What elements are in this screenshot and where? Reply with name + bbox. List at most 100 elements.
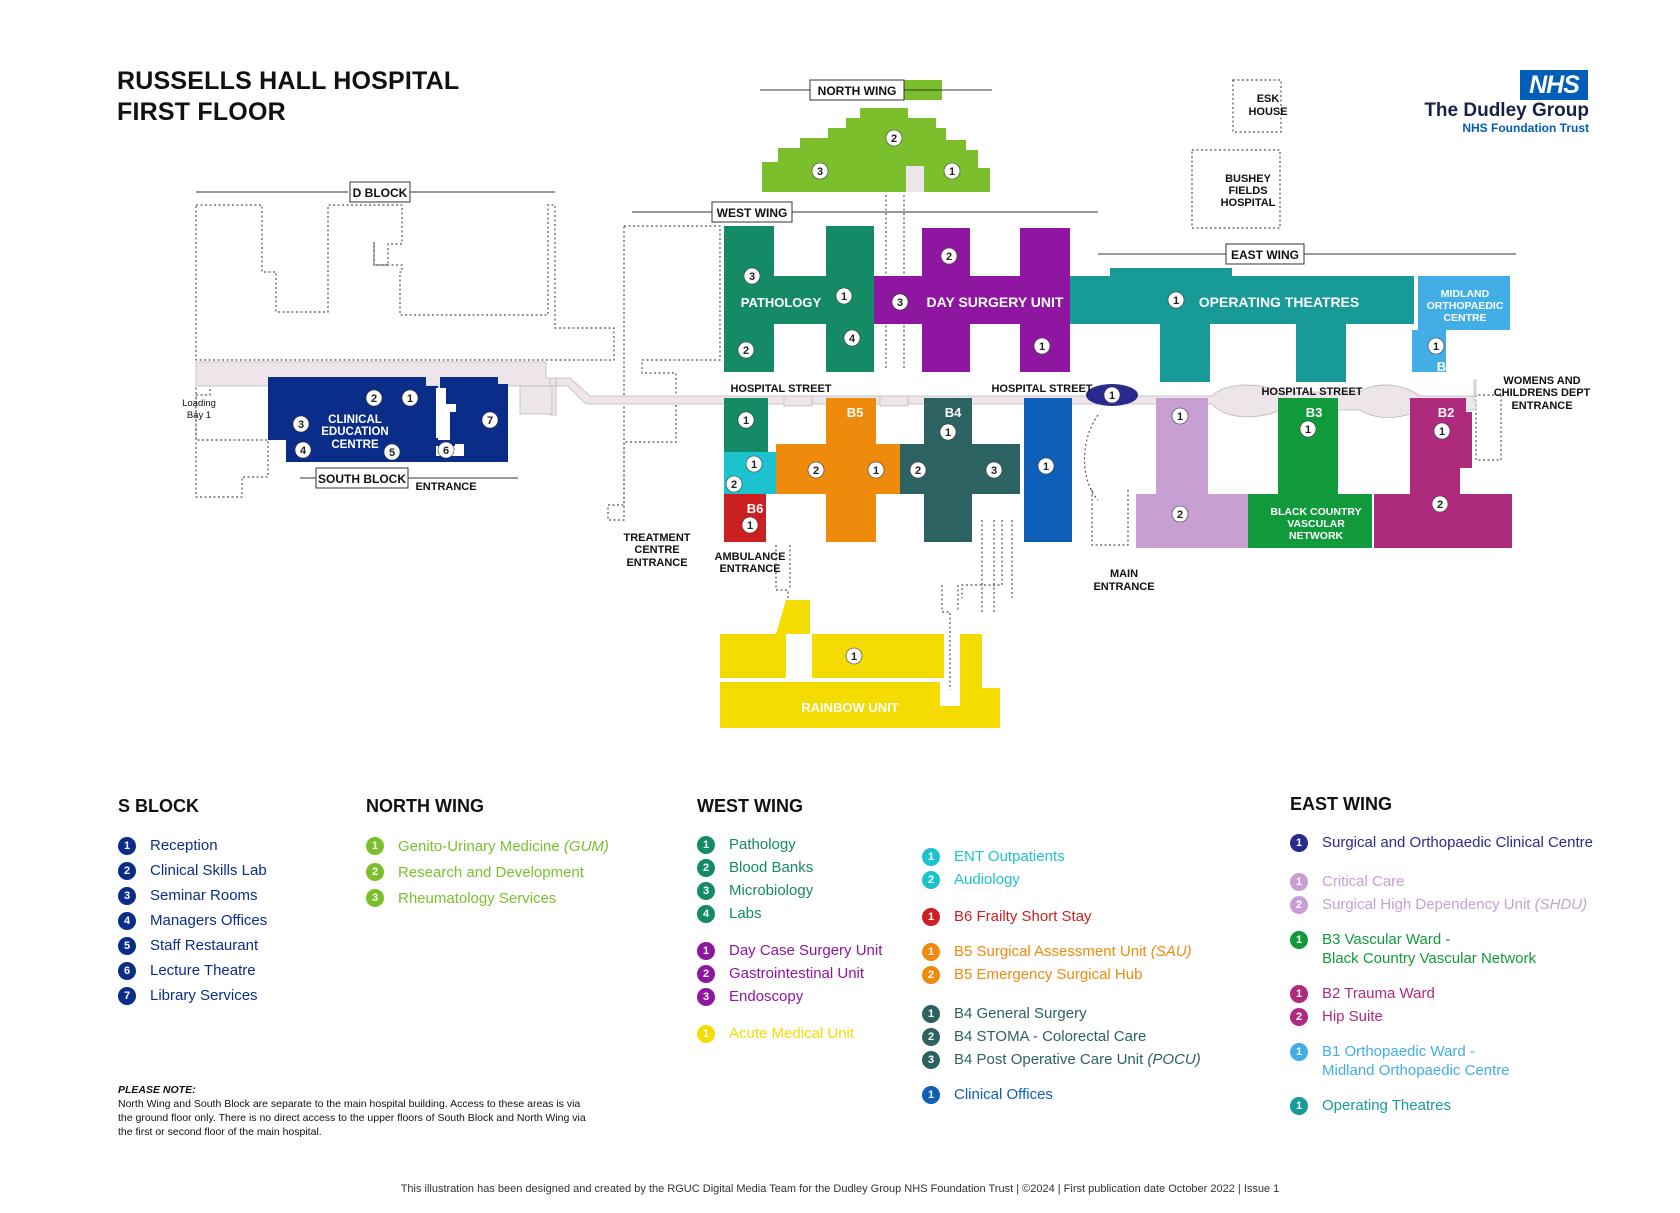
treatment-entrance-1: TREATMENT [623,532,690,544]
bushey-fields [1191,149,1281,229]
map-marker-number: 3 [897,297,903,309]
map-marker-number: 1 [743,415,749,427]
legend-day-surgery-item-text: Gastrointestinal Unit [729,965,865,982]
legend-operating-theatres-item-text: Operating Theatres [1322,1097,1451,1114]
street-stub-2 [783,395,909,407]
svg-text:ESK: ESK [1257,93,1280,105]
svg-text:HOUSE: HOUSE [1248,106,1287,118]
legend-north-wing-item-abbr: (GUM) [563,837,609,855]
map-marker-number: 1 [841,291,847,303]
number-badge-icon: 2 [922,870,940,889]
legend-s-block-item-text: Library Services [150,987,258,1004]
womens-entrance-2: CHILDRENS DEPT [1494,387,1591,399]
number-badge-icon: 2 [697,858,715,877]
please-note: PLEASE NOTE: North Wing and South Block … [118,1083,588,1139]
number-badge-icon: 1 [922,1004,940,1023]
legend-heading-s-block: S BLOCK [118,796,199,816]
map-marker-circle [909,461,927,479]
hospital-street-label-2: HOSPITAL STREET [991,383,1092,395]
svg-text:WEST WING: WEST WING [717,206,788,220]
number-badge-icon: 1 [697,1024,715,1043]
legend-pathology-item: 4 Labs [697,902,882,925]
legend-s-block-item-label: Reception [150,837,218,854]
legend-b2-item-label: B2 Trauma Ward [1322,985,1435,1002]
rainbow-unit-label: RAINBOW UNIT [801,700,899,715]
legend-critical-item-text: Surgical High Dependency Unit [1322,896,1535,913]
legend-pathology-item-text: Labs [729,905,762,922]
legend-s-block-item-text: Managers Offices [150,912,268,929]
map-marker-number: 1 [751,459,757,471]
map-marker-circle [401,389,419,407]
midland-label-3: CENTRE [1443,312,1486,324]
map-marker-circle [292,415,310,433]
legend-b2-item-label: Hip Suite [1322,1008,1383,1025]
legend-heading-north-wing: NORTH WING [366,796,484,816]
nhs-logo: NHS [1520,70,1588,100]
hospital-street-label-3: HOSPITAL STREET [1261,386,1362,398]
map-marker-circle [743,267,761,285]
svg-text:FIELDS: FIELDS [1228,185,1267,197]
bushey-fields-label: BUSHEY FIELDS HOSPITAL [1221,173,1276,209]
number-badge-icon: 1 [697,835,715,854]
south-entrance-label: ENTRANCE [415,481,476,493]
map-marker-circle [835,287,853,305]
esk-house [1232,79,1282,133]
map-marker-number: 1 [851,651,857,663]
number-badge-icon: 1 [366,837,384,855]
legend-s-block-item-label: Clinical Skills Lab [150,862,267,879]
esk-house-label: ESK HOUSE [1248,93,1287,118]
midland-label-1: MIDLAND [1441,288,1490,300]
map-marker-circle [737,411,755,429]
legend-b1-item-line-2: Midland Orthopaedic Centre [1322,1062,1510,1079]
map-marker-circle [745,455,763,473]
svg-text:BUSHEY: BUSHEY [1225,173,1272,185]
legend-s-block-item-label: Managers Offices [150,912,267,929]
number-badge-icon: 4 [697,904,715,923]
ambulance-entrance-1: AMBULANCE [715,551,786,563]
number-badge-icon: 2 [118,861,136,880]
map-marker-circle [943,162,961,180]
legend-s-block-item-label: Seminar Rooms [150,887,258,904]
map-marker-circle [985,461,1003,479]
womens-entrance-1: WOMENS AND [1503,375,1580,387]
map-marker-number: 2 [731,479,737,491]
east-annex-outline [1475,394,1502,461]
number-badge-icon: 1 [922,847,940,866]
legend-critical-item-text: Critical Care [1322,873,1405,890]
legend-north-wing-item-label: Rheumatology Services [398,890,556,907]
womens-entrance-3: ENTRANCE [1511,400,1572,412]
map-marker-number: 2 [371,393,377,405]
title-line-2: FIRST FLOOR [117,98,286,126]
legend-b5-item-label: B5 Surgical Assessment Unit (SAU) [954,943,1192,960]
map-marker-circle [1299,420,1317,438]
day-surgery-label: DAY SURGERY UNIT [927,294,1064,310]
number-badge-icon: 1 [1290,1043,1308,1061]
map-marker-number: 1 [1433,341,1439,353]
map-marker-circle [1033,337,1051,355]
legend-north-wing-item-label: Research and Development [398,864,584,881]
map-marker-circle [885,129,903,147]
pathology-label: PATHOLOGY [741,295,822,310]
number-badge-icon: 1 [1290,984,1308,1003]
map-marker-number: 7 [487,415,493,427]
number-badge-icon: 3 [697,881,715,900]
legend-day-surgery-item-label: Gastrointestinal Unit [729,965,864,982]
cec-label-2: EDUCATION [321,426,389,438]
map-marker-circle [1167,291,1185,309]
map-marker-number: 2 [813,465,819,477]
